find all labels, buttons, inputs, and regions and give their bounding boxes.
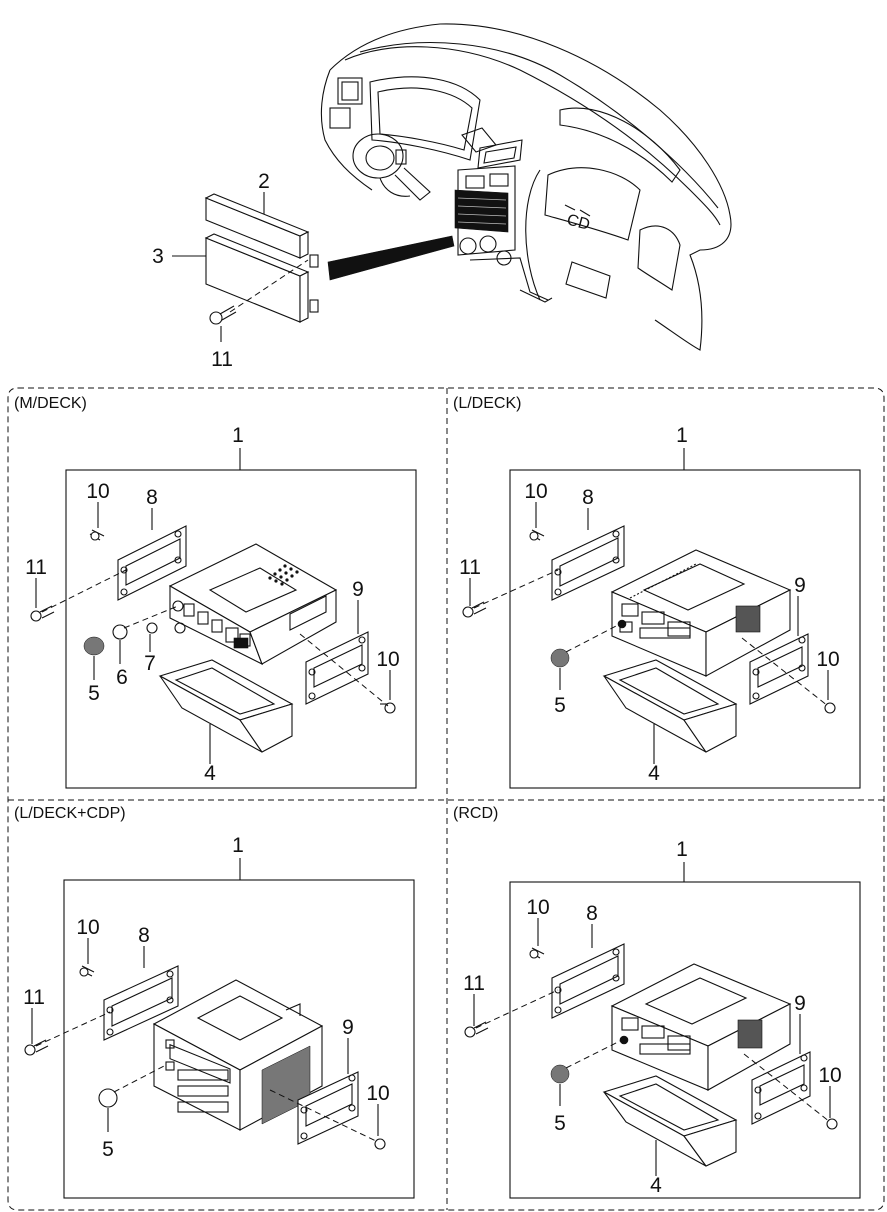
callout-1: 1 xyxy=(232,424,244,447)
callout-11: 11 xyxy=(459,556,481,579)
assembly-box xyxy=(65,469,417,789)
callout-7: 7 xyxy=(144,652,156,675)
panel-rcd: (RCD) 1 xyxy=(453,805,861,1199)
callout-10: 10 xyxy=(86,480,109,503)
callout-5: 5 xyxy=(88,682,100,705)
callout-10: 10 xyxy=(526,896,549,919)
callout-4: 4 xyxy=(204,762,216,785)
callout-2: 2 xyxy=(258,170,270,193)
svg-text:CD: CD xyxy=(565,211,592,233)
callout-10: 10 xyxy=(816,648,839,671)
callout-9: 9 xyxy=(352,578,364,601)
assembly-box xyxy=(509,469,861,789)
callout-3: 3 xyxy=(152,245,164,268)
callout-1: 1 xyxy=(676,838,688,861)
callout-5: 5 xyxy=(554,694,566,717)
panel-m-deck: (M/DECK) 1 xyxy=(14,395,417,789)
callout-10: 10 xyxy=(818,1064,841,1087)
callout-8: 8 xyxy=(582,486,594,509)
panel-l-deck-cdp: (L/DECK+CDP) 1 xyxy=(14,805,415,1199)
panel-title: (L/DECK) xyxy=(453,395,521,412)
callout-4: 4 xyxy=(648,762,660,785)
panel-title: (M/DECK) xyxy=(14,395,87,412)
callout-1: 1 xyxy=(232,834,244,857)
callout-10: 10 xyxy=(76,916,99,939)
panel-frame xyxy=(7,387,885,1211)
dashboard-illustration: CD 2 3 11 xyxy=(152,23,732,371)
callout-10: 10 xyxy=(524,480,547,503)
callout-6: 6 xyxy=(116,666,128,689)
callout-11: 11 xyxy=(23,986,45,1009)
assembly-box xyxy=(63,879,415,1199)
callout-8: 8 xyxy=(586,902,598,925)
panel-title: (L/DECK+CDP) xyxy=(14,805,126,822)
callout-5: 5 xyxy=(102,1138,114,1161)
callout-1: 1 xyxy=(676,424,688,447)
callout-11: 11 xyxy=(463,972,485,995)
assembly-box xyxy=(509,881,861,1199)
callout-5: 5 xyxy=(554,1112,566,1135)
callout-9: 9 xyxy=(794,574,806,597)
callout-4: 4 xyxy=(650,1174,662,1197)
callout-11: 11 xyxy=(211,348,233,371)
callout-11: 11 xyxy=(25,556,47,579)
callout-10: 10 xyxy=(366,1082,389,1105)
panel-title: (RCD) xyxy=(453,805,498,822)
panel-l-deck: (L/DECK) 1 xyxy=(453,395,861,789)
callout-8: 8 xyxy=(138,924,150,947)
callout-8: 8 xyxy=(146,486,158,509)
callout-9: 9 xyxy=(794,992,806,1015)
callout-9: 9 xyxy=(342,1016,354,1039)
callout-10: 10 xyxy=(376,648,399,671)
